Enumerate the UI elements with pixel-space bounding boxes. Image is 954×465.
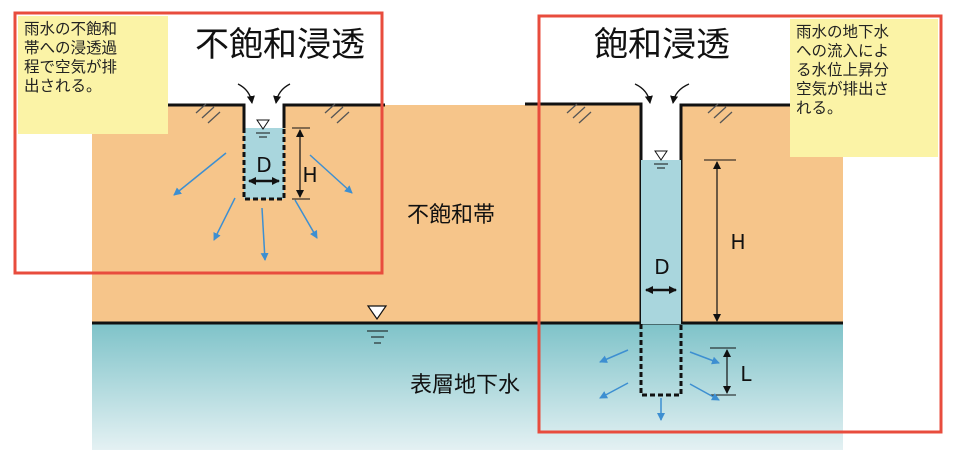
right-d-label: D <box>654 255 669 279</box>
left-rain-inflow-arrows <box>237 83 291 104</box>
left-well <box>242 119 310 201</box>
ground-hatch <box>195 103 733 124</box>
right-seepage-arrows <box>599 349 720 421</box>
left-d-label: D <box>256 153 271 177</box>
right-l-label: L <box>740 362 752 386</box>
right-water-level-marker <box>654 150 668 161</box>
left-highlight-frame <box>13 11 384 275</box>
right-well <box>639 150 736 397</box>
left-seepage-arrows <box>173 152 353 261</box>
groundwater-layer <box>92 324 843 450</box>
right-rain-inflow-arrows <box>634 83 690 104</box>
left-water-level-marker <box>256 119 270 130</box>
left-note: 雨水の不飽和 帯への浸透過 程で空気が排 出される。 <box>18 16 168 134</box>
unsaturated-zone-label: 不飽和帯 <box>407 203 495 228</box>
right-title: 飽和浸透 <box>594 25 730 65</box>
left-h-label: H <box>302 163 317 187</box>
right-note: 雨水の地下水 への流入によ る水位上昇分 空気が排出さ れる。 <box>790 19 938 157</box>
right-highlight-frame <box>537 14 943 434</box>
left-title: 不飽和浸透 <box>195 25 365 65</box>
groundwater-level-marker <box>366 305 388 344</box>
right-h-label: H <box>730 230 745 254</box>
groundwater-label: 表層地下水 <box>410 373 520 398</box>
